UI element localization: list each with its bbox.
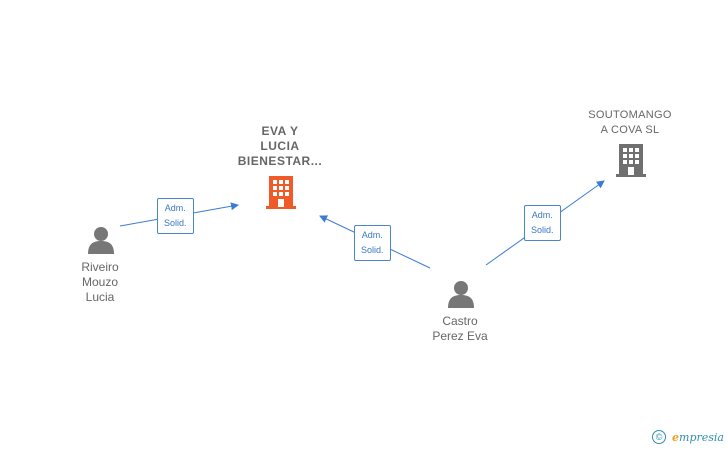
building-icon[interactable] — [266, 176, 296, 209]
person-icon[interactable] — [448, 281, 474, 308]
copyright-icon: © — [652, 430, 667, 444]
edge-label-castro-eva: Adm. Solid. — [354, 225, 391, 261]
brand-footer: © empresia — [652, 430, 724, 444]
person-riveiro-label[interactable]: Riveiro Mouzo Lucia — [81, 260, 119, 304]
brand-logo: empresia — [672, 430, 724, 444]
person-icon[interactable] — [88, 227, 114, 254]
edge-label-castro-soutomango: Adm. Solid. — [524, 205, 561, 241]
edge-label-riveiro-eva: Adm. Solid. — [157, 198, 194, 234]
building-icon[interactable] — [616, 144, 646, 177]
company-eva-label[interactable]: EVA Y LUCIA BIENESTAR... — [237, 124, 323, 168]
company-soutomango-label[interactable]: SOUTOMANGO A COVA SL — [588, 109, 672, 136]
person-castro-label[interactable]: Castro Perez Eva — [432, 314, 488, 343]
